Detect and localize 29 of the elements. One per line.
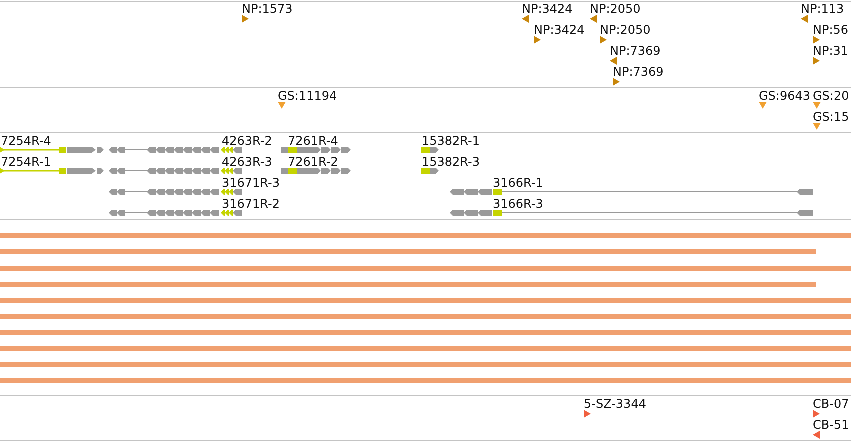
feature-label: 5-SZ-3344 (584, 397, 646, 411)
feature-label: NP:113 (801, 2, 844, 16)
feature-label: NP:1573 (242, 2, 293, 16)
feature-label: 31671R-2 (222, 197, 280, 211)
feature-label: CB-07 (813, 397, 850, 411)
feature-label: 4263R-3 (222, 155, 272, 169)
feature-label: 7261R-4 (288, 134, 338, 148)
feature-label: NP:3424 (534, 23, 585, 37)
feature-label: GS:9643 (759, 89, 810, 103)
feature-label: 7254R-1 (1, 155, 52, 169)
feature-label: 7261R-2 (288, 155, 338, 169)
feature-label: 7254R-4 (1, 134, 52, 148)
feature-label: 31671R-3 (222, 176, 280, 190)
feature-label: NP:56 (813, 23, 849, 37)
feature-label: CB-51 (813, 418, 850, 432)
feature-label: NP:7369 (610, 44, 661, 58)
feature-label: 15382R-3 (422, 155, 480, 169)
feature-label: GS:20 (813, 89, 850, 103)
feature-label: 4263R-2 (222, 134, 272, 148)
feature-label: GS:11194 (278, 89, 338, 103)
feature-label: NP:2050 (600, 23, 651, 37)
feature-label: NP:7369 (613, 65, 664, 79)
feature-label: NP:2050 (590, 2, 641, 16)
feature-label: 3166R-1 (493, 176, 544, 190)
feature-label: 15382R-1 (422, 134, 480, 148)
feature-label: GS:15 (813, 110, 850, 124)
feature-label: 3166R-3 (493, 197, 544, 211)
feature-label: NP:3424 (522, 2, 573, 16)
feature-label: NP:31 (813, 44, 849, 58)
